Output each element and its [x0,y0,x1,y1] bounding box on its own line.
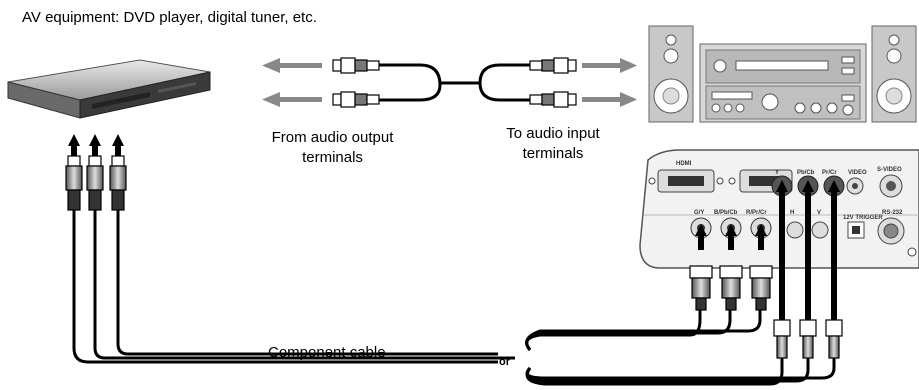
audio-left-arrows [262,58,322,107]
bnc-plugs [689,265,773,311]
panel-svideo-label: S-VIDEO [877,167,902,173]
title: AV equipment: DVD player, digital tuner,… [22,9,317,26]
from-audio-line1: From audio output [271,129,394,146]
panel-rpr-label: R/Pr/Cr [746,210,767,216]
panel-hdmi-label: HDMI [676,161,692,167]
panel-v-label: V [817,210,821,216]
to-audio-line1: To audio input [506,125,600,142]
stereo-system-icon [648,25,917,123]
rca-plugs-projector [773,319,843,359]
panel-pr-label: Pr/Cr [822,170,837,176]
jack-arrows [695,180,840,320]
from-audio-label: From audio output terminals [240,128,425,168]
panel-pb-label: Pb/Cb [797,170,815,176]
audio-cable-left [332,57,380,108]
panel-y-label: Y [775,170,779,176]
component-cables [72,210,836,386]
from-audio-line2: terminals [302,149,363,166]
audio-right-arrows [582,58,637,107]
rca-plugs-dvd [65,134,127,211]
component-cable-label: Component cable [268,344,386,361]
dvd-player-icon [7,59,211,119]
panel-video-label: VIDEO [848,170,867,176]
panel-rs232-label: RS-232 [882,210,903,216]
panel-bpb-label: B/Pb/Cb [714,210,738,216]
or-label: or [499,356,510,368]
panel-h-label: H [790,210,794,216]
to-audio-line2: terminals [522,145,584,162]
to-audio-label: To audio input terminals [478,124,628,164]
panel-trigger-label: 12V TRIGGER [843,215,883,221]
audio-cable-wire [379,63,530,102]
panel-gy-label: G/Y [694,210,704,216]
audio-cable-right [529,57,577,108]
